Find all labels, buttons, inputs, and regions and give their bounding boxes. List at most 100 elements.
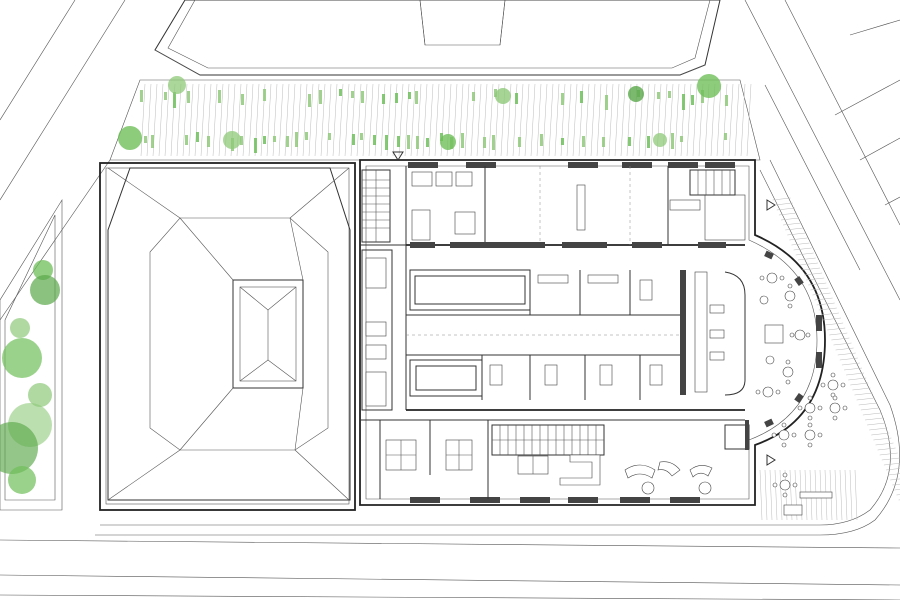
planting-strip	[582, 136, 585, 147]
planting-strip	[561, 93, 564, 105]
planting-strip	[254, 138, 257, 153]
terrace-hatch-line	[778, 212, 797, 216]
paving-hatch-line	[338, 83, 344, 157]
planting-strip	[164, 92, 167, 100]
planting-strip	[360, 133, 363, 140]
terrace-hatch-line	[894, 489, 900, 491]
paving-hatch-line	[674, 83, 680, 157]
paving-hatch-line	[476, 83, 482, 157]
paving-hatch-line	[434, 83, 440, 157]
street-trees-north	[118, 74, 721, 150]
planting-strip	[218, 90, 221, 103]
planting-strip	[286, 136, 289, 147]
planting-strip	[319, 90, 322, 104]
paving-hatch-line	[194, 83, 200, 157]
planting-strip	[241, 94, 244, 105]
terrace-hatch-line	[873, 437, 892, 441]
terrace-hatch-line	[779, 469, 783, 521]
paving-hatch-line	[686, 83, 692, 157]
planting-strip	[605, 95, 608, 110]
planting-strip	[492, 135, 495, 150]
tree-canopy-icon	[223, 131, 241, 149]
planting-strip	[187, 91, 190, 103]
terrace-hatch-line	[867, 422, 886, 426]
paving-hatch-line	[182, 83, 188, 157]
terrace-hatch-line	[787, 232, 806, 236]
planting-strip	[540, 134, 543, 146]
terrace-hatch-line	[769, 469, 773, 521]
paving-hatch-line	[374, 83, 380, 157]
terrace-hatch-line	[806, 277, 825, 281]
terrace-hatch-line	[854, 469, 858, 521]
planting-strip	[602, 137, 605, 147]
terrace-hatch-line	[885, 468, 900, 471]
paving-hatch-line	[266, 83, 272, 157]
terrace-hatch-line	[849, 469, 853, 521]
terrace-hatch-line	[816, 302, 835, 306]
paving-hatch-line	[200, 83, 206, 157]
planting-strip	[408, 92, 411, 99]
table-with-chairs-icon	[804, 422, 823, 448]
paving-hatch-line	[596, 83, 602, 157]
paving-hatch-line	[644, 83, 650, 157]
planting-strip	[580, 91, 583, 103]
planting-strip	[173, 92, 176, 108]
paving-hatch-line	[590, 83, 596, 157]
paving-hatch-line	[320, 83, 326, 157]
planting-strip	[339, 89, 342, 96]
paving-hatch-line	[368, 83, 374, 157]
planting-strip	[273, 136, 276, 142]
paving-hatch-line	[158, 83, 164, 157]
tree-canopy-icon	[33, 260, 53, 280]
paving-hatch-line	[692, 83, 698, 157]
table-with-chairs-icon	[829, 395, 848, 421]
terrace-hatch-line	[881, 457, 900, 461]
terrace-hatch-line	[774, 202, 793, 206]
terrace-hatch-line	[818, 307, 837, 311]
entrance-markers	[392, 151, 776, 466]
terrace-hatch-line	[879, 452, 898, 456]
terrace-hatch-line	[827, 327, 846, 331]
tree-canopy-icon	[10, 318, 30, 338]
tree-canopy-icon	[628, 86, 644, 102]
terrace-hatch-line	[875, 442, 894, 446]
paving-hatch-line	[248, 83, 254, 157]
terrace-hatch-line	[883, 462, 900, 466]
terrace-hatch-line	[877, 447, 896, 451]
terrace-hatch-line	[795, 252, 814, 256]
terrace-hatch-line	[776, 207, 795, 211]
planting-strip	[682, 94, 685, 110]
paving-hatch-line	[242, 83, 248, 157]
terrace-hatch-line	[835, 347, 854, 351]
terrace-hatch-line	[850, 382, 869, 386]
planting-strip	[416, 136, 419, 149]
paving-hatch-line	[620, 83, 626, 157]
paving-hatch-line	[650, 83, 656, 157]
north-neighbour-roof	[154, 0, 721, 76]
planting-strip	[426, 138, 429, 147]
paving-hatch-line	[356, 83, 362, 157]
paving-hatch-line	[326, 83, 332, 157]
table-with-chairs-icon	[820, 372, 846, 398]
terrace-hatch-line	[869, 427, 888, 431]
terrace-hatch-line	[871, 432, 890, 436]
planting-strip	[305, 132, 308, 140]
paving-hatch-line	[278, 83, 284, 157]
planting-strip	[185, 135, 188, 145]
terrace-hatch-line	[780, 217, 800, 221]
terrace-hatch-line	[797, 257, 816, 261]
planting-strip	[196, 132, 199, 142]
terrace-hatch-line	[852, 387, 871, 391]
terrace-hatch-line	[799, 262, 818, 266]
terrace-hatch-line	[791, 242, 810, 246]
planting-strip	[461, 133, 464, 148]
terrace-hatch-line	[785, 227, 804, 231]
planting-strip	[515, 93, 518, 104]
terrace-hatch-line	[854, 392, 873, 396]
paving-hatch-line	[566, 83, 572, 157]
lounge-seating	[624, 461, 713, 495]
paving-hatch-line	[728, 83, 734, 157]
terrace-seating	[771, 372, 848, 516]
planting-strip	[691, 95, 694, 105]
